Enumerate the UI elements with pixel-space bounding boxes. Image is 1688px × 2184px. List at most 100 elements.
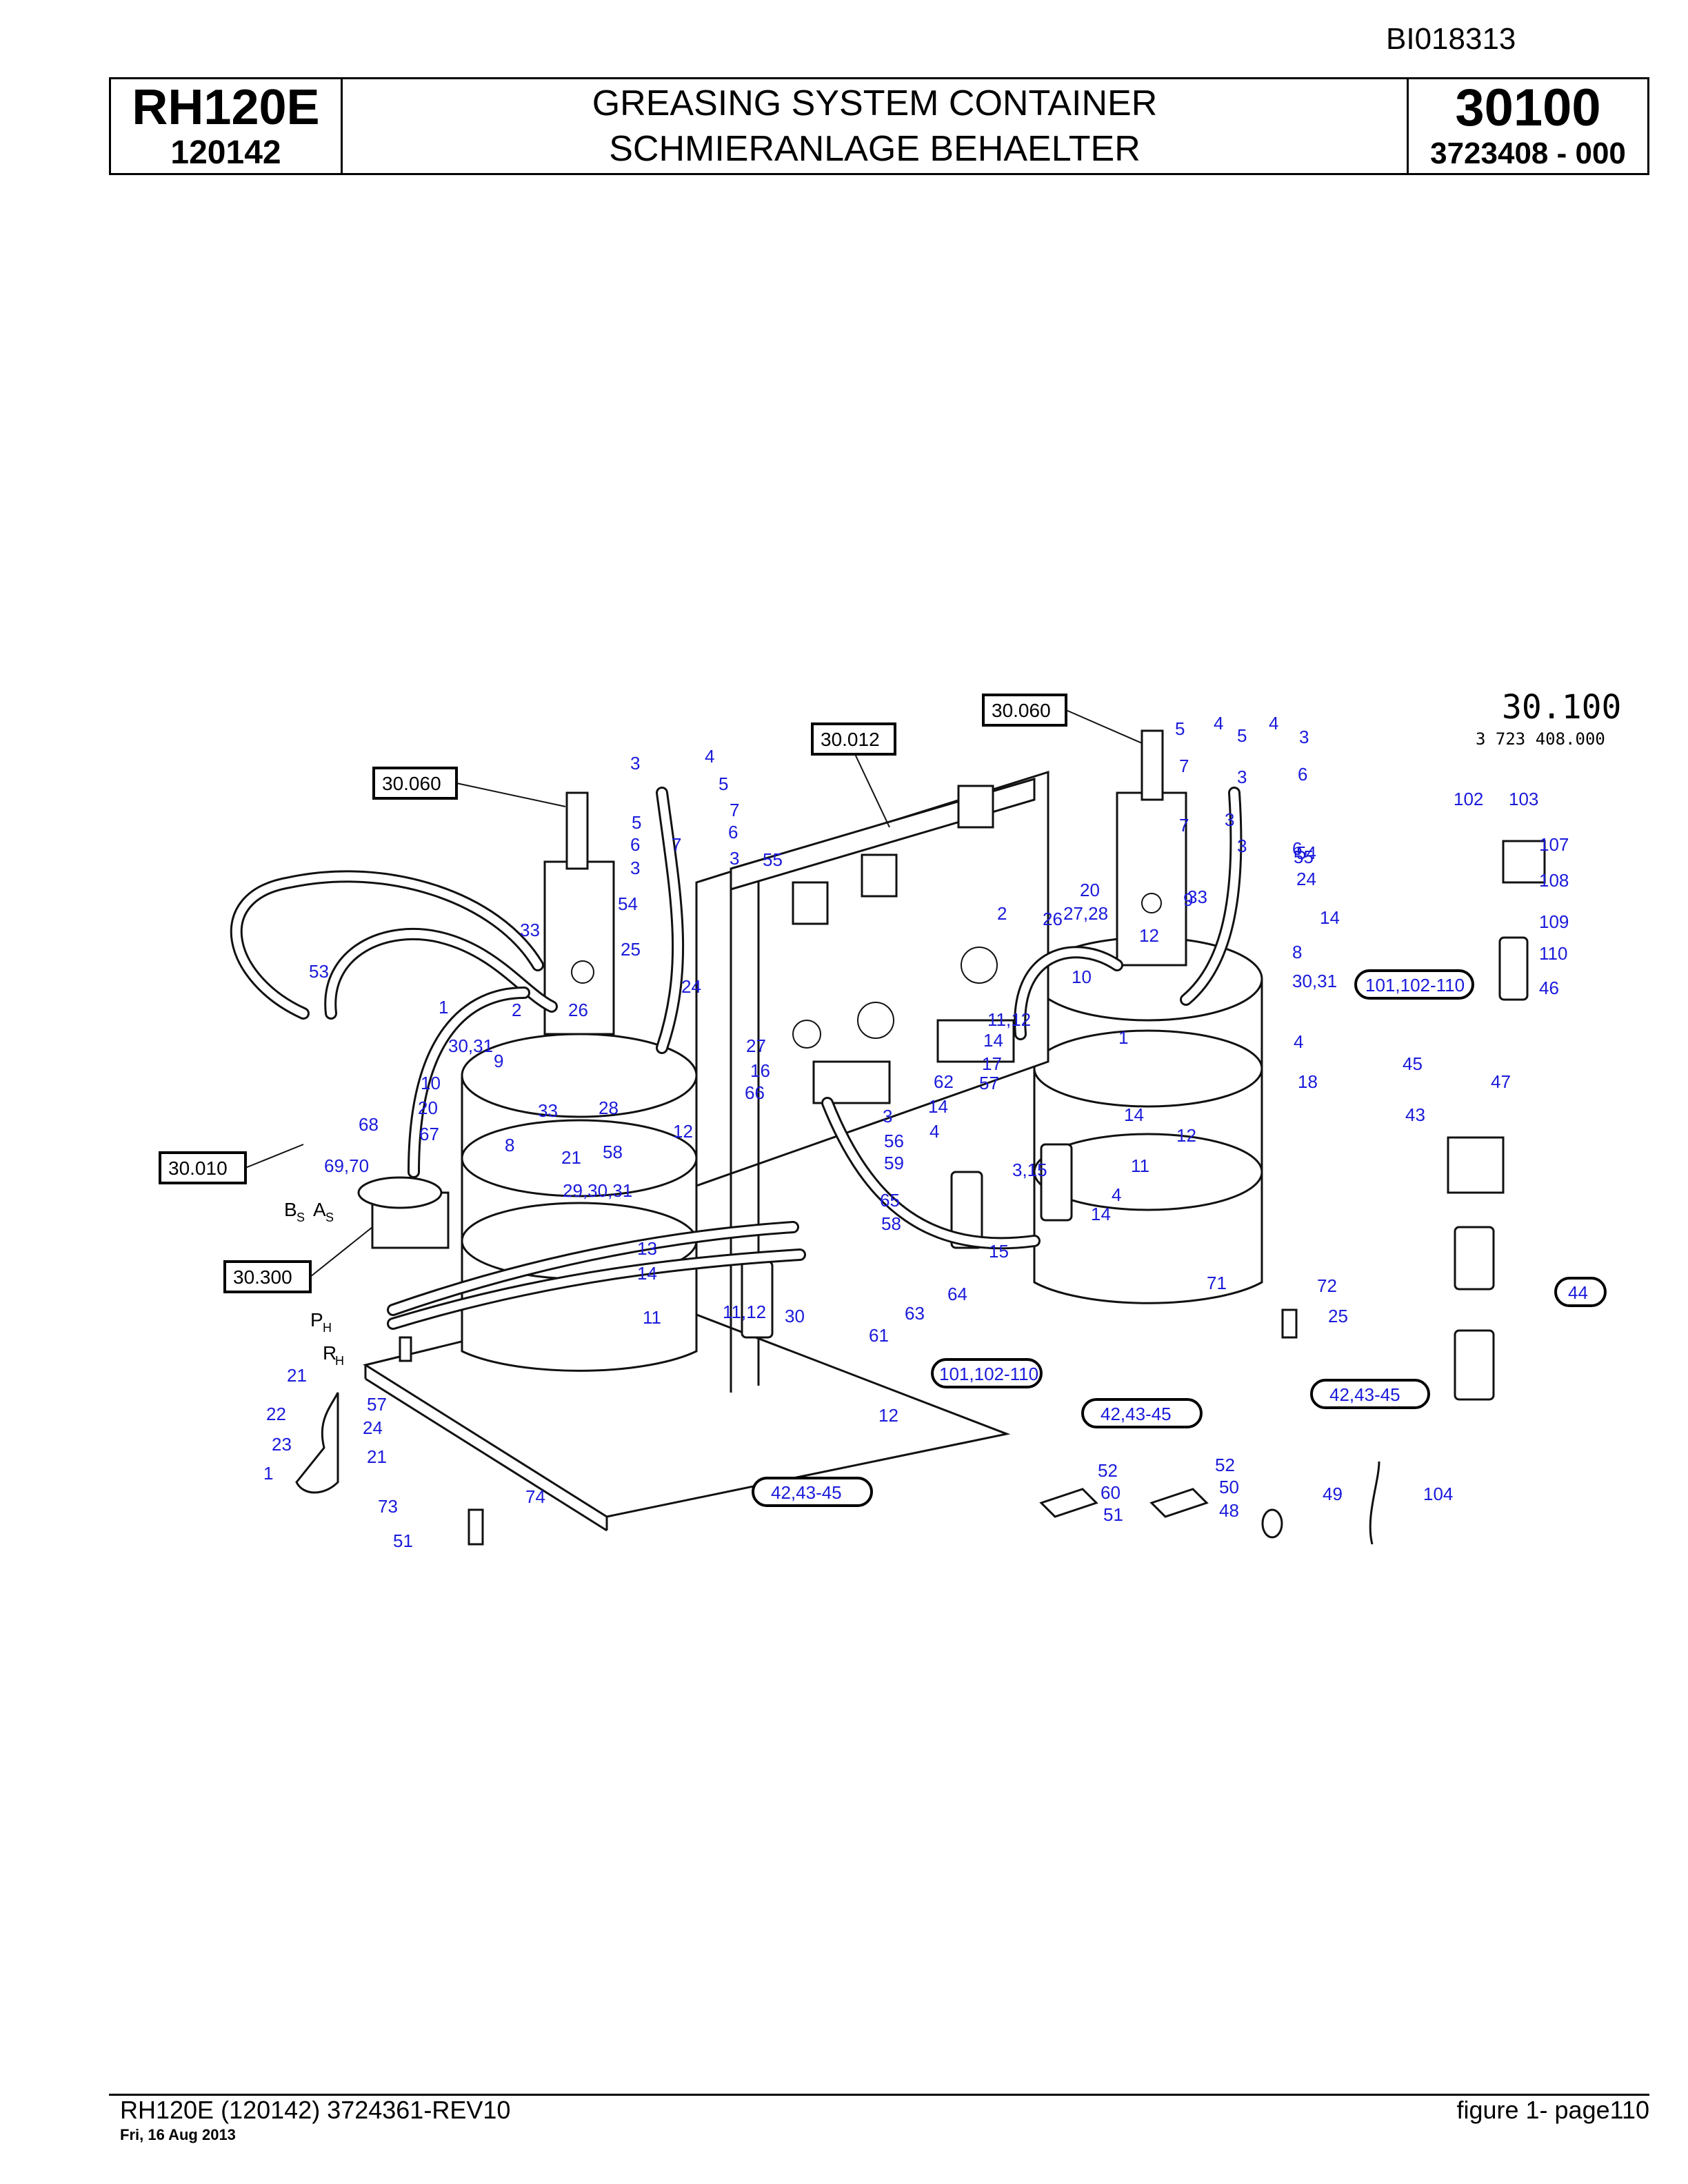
figure-title: 30.100 [1502,688,1621,727]
callout-label: 9 [494,1051,503,1071]
callout-label: 5 [1175,718,1185,739]
callout-label: 24 [681,976,701,997]
callout-label: 45 [1403,1053,1423,1074]
callout-label: 71 [1207,1273,1227,1293]
callout-label: 10 [1072,967,1092,987]
callout-label: 55 [1294,847,1314,867]
boxed-reference-30-012: 30.012 [811,722,896,828]
callout-label: 11 [1131,1155,1149,1176]
callout-label: 21 [561,1147,581,1168]
model-cell: RH120E 120142 [111,79,343,173]
callout-label: 69,70 [324,1155,369,1176]
callout-label: 3 [1299,727,1309,747]
document-code: BI018313 [1386,22,1516,56]
callout-label: 10 [421,1073,441,1093]
rounded-ref-label: 44 [1568,1282,1588,1303]
callout-label: 3 [1225,809,1234,830]
callout-label: 3 [1237,767,1247,787]
boxed-reference-30-060-right: 30.060 [982,694,1143,744]
callout-label: 3,15 [1012,1160,1047,1180]
callout-label: 57 [979,1073,999,1093]
hoses [230,787,1243,1330]
boxed-reference-30-010: 30.010 [159,1144,304,1184]
rounded-ref-label: 42,43-45 [1329,1384,1400,1405]
callout-label: 65 [880,1190,900,1211]
footer-date: Fri, 16 Aug 2013 [120,2126,236,2143]
rounded-ref-label: 101,102-110 [939,1364,1038,1384]
boxed-ref-label: 30.060 [382,773,441,794]
callout-label: 109 [1539,911,1569,932]
callout-label: 49 [1323,1484,1343,1504]
callout-label: 26 [568,1000,588,1020]
callout-label: 50 [1219,1477,1239,1497]
boxed-ref-label: 30.012 [821,729,880,750]
port-label: R [323,1342,336,1364]
callout-label: 3 [1237,836,1247,856]
callout-label: 23 [272,1434,292,1455]
callout-label: 4 [1269,713,1278,734]
callout-label: 20 [418,1098,438,1118]
rounded-ref-label: 42,43-45 [771,1482,842,1503]
callout-label: 102 [1454,789,1483,809]
rounded-ref-label: 42,43-45 [1101,1404,1172,1424]
callout-label: 7 [672,834,681,855]
callout-label: 67 [419,1124,439,1144]
callout-label: 4 [1214,713,1223,734]
callout-label: 3 [883,1106,892,1126]
callout-label: 14 [1320,907,1340,928]
callout-label: 14 [637,1263,657,1284]
callout-label: 53 [309,961,329,982]
callout-label: 4 [1294,1031,1303,1052]
callout-label: 24 [1296,869,1316,889]
callout-label: 8 [1292,942,1302,962]
boxed-reference-30-060-left: 30.060 [372,767,566,807]
callout-label: 9 [1183,889,1193,910]
boxed-ref-label: 30.060 [992,700,1051,721]
footer-document-id: RH120E (120142) 3724361-REV10 [120,2096,511,2124]
callout-label: 55 [763,849,783,870]
callout-label: 46 [1539,978,1559,998]
callout-label: 11 [643,1307,661,1328]
callout-label: 29,30,31 [563,1180,632,1201]
port-label: A [313,1199,326,1220]
callout-label: 11,12 [987,1009,1031,1030]
control-panel [695,770,1049,1393]
rounded-reference-filter-left-drum: 42,43-45 [752,1477,873,1507]
callout-label: 1 [263,1463,273,1484]
callout-label: 21 [367,1446,387,1467]
callout-label: 4 [930,1121,939,1142]
callout-label: 5 [719,774,728,794]
callout-label: 3 [630,753,640,774]
callout-label: 12 [673,1121,693,1142]
part-number: 3723408 - 000 [1430,136,1626,170]
callout-label: 25 [621,939,641,960]
callout-label: 74 [525,1486,545,1507]
callout-label: 110 [1539,943,1567,964]
callout-label: 30,31 [1292,971,1337,991]
callout-label: 63 [905,1303,925,1324]
callout-label: 33 [1187,887,1207,907]
callout-label: 25 [1328,1306,1348,1326]
boxed-ref-label: 30.010 [168,1157,228,1179]
rounded-reference-filter-right-bottom: 42,43-45 [1310,1379,1430,1409]
callout-label: 11,12 [723,1302,766,1322]
rounded-reference-filter-right-top: 101,102-110 [1354,969,1474,1000]
footer-page: figure 1- page110 [1456,2096,1649,2124]
rounded-reference-filter-right-drum: 42,43-45 [1081,1398,1203,1428]
port-subscript: H [335,1354,344,1368]
callout-label: 73 [378,1496,398,1517]
callout-label: 21 [287,1365,307,1386]
callout-label: 108 [1539,870,1569,891]
figure-number: 30100 [1455,79,1601,137]
callout-label: 6 [1292,838,1302,859]
callout-label: 72 [1317,1275,1337,1296]
rounded-reference-filter-center: 101,102-110 [931,1358,1043,1388]
callout-label: 58 [881,1213,901,1234]
callout-label: 28 [599,1098,619,1118]
callout-label: 27,28 [1063,903,1108,924]
port-label: P [310,1309,323,1331]
callout-label: 47 [1491,1071,1511,1092]
callout-label: 12 [878,1405,898,1426]
